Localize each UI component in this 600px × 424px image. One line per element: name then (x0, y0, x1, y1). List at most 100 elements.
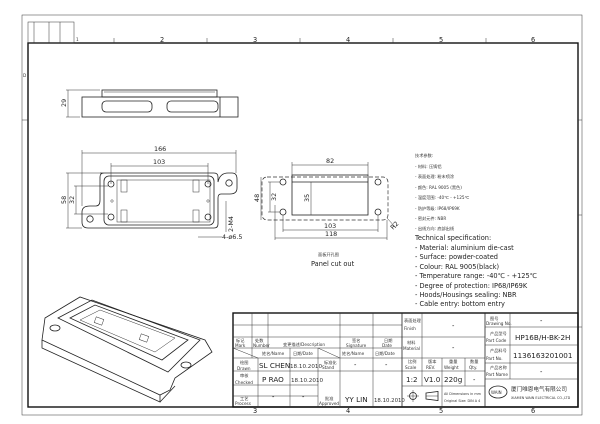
cutout-caption-cn: 面板开孔图 (318, 251, 339, 258)
checked-cn: 审核 (240, 372, 249, 379)
projection-symbol-icon (407, 390, 439, 402)
drawing-no-cn: 图号 (490, 316, 498, 322)
process-cn: 工艺 (240, 396, 248, 401)
process-date: - (302, 393, 305, 401)
spec-cn-item: - 表面处理: 粉末喷涂 (415, 173, 455, 180)
rev-label: REV. (426, 365, 435, 370)
qty-label: Qty. (469, 365, 477, 370)
spec-en-item: - Surface: powder-coated (415, 253, 498, 261)
mark-label: Mark (235, 343, 246, 348)
date-label: Date (382, 343, 392, 348)
dim-overall: 118 (325, 230, 337, 238)
finish-cn: 表面处理 (404, 317, 422, 324)
drawn-name: SL CHEN (259, 361, 290, 370)
finish-value: - (452, 322, 455, 330)
process-label: Process (235, 401, 251, 406)
dim-length: 166 (154, 145, 166, 153)
holes-callout: 4-ø6.5 (222, 233, 242, 241)
spec-cn: 技术参数: - 材料: 压铸铝 - 表面处理: 粉末喷涂 - 颜色: RAL 9… (415, 152, 470, 232)
dim-width: 82 (326, 157, 334, 165)
rev-cn: 版本 (428, 358, 437, 365)
spec-cn-item: - 温度范围: -40℃ - +125℃ (415, 194, 470, 201)
part-no-cn: 产品料号 (490, 347, 507, 354)
rev-value: V1.0 (424, 375, 441, 384)
zone-label: 2 (160, 36, 164, 44)
weight-label: Weight (444, 365, 459, 370)
scale-value: 1:2 (406, 375, 418, 384)
front-view: 166 103 58 32 2-M4 4-ø6.5 (60, 145, 242, 241)
part-no-value: 1136163201001 (513, 351, 572, 360)
zone-label: 6 (531, 407, 535, 415)
stand-cn: 标准化 (324, 359, 337, 366)
number-cn: 处数 (255, 337, 264, 344)
mark-cn: 标记 (236, 337, 245, 344)
date-header: 日期/Date (375, 351, 395, 357)
spec-en-item: - Material: aluminium die-cast (415, 244, 514, 252)
date-cn: 日期 (384, 338, 392, 344)
checked-date: 18.10.2010 (291, 378, 323, 384)
checked-name: P RAO (262, 375, 284, 384)
drawn-date: 18.10.2010 (290, 364, 322, 370)
spec-cn-item: - 防护等级: IP68/IP69K (415, 205, 460, 212)
zone-label: 1 (76, 37, 79, 42)
weight-value: 220g (444, 375, 462, 384)
zone-label: 4 (346, 36, 350, 44)
spec-cn-item: - 材料: 压铸铝 (415, 163, 442, 170)
spec-en-item: - Degree of protection: IP68/IP69K (415, 282, 528, 290)
spec-cn-item: - 出线方向: 底部出线 (415, 225, 455, 232)
name-header: 姓名/Name (262, 350, 285, 357)
panel-cutout-view: 82 48 32 35 103 118 R2 面板开孔图 Panel cut o… (253, 157, 400, 268)
part-code-cn: 产品型号 (490, 330, 507, 337)
drawn-label: Drawn (237, 366, 251, 371)
title-block: 标记 Mark 处数 Number 变更描述/Description 签名 Si… (232, 312, 579, 408)
spec-en-title: Technical specification: (414, 234, 491, 242)
material-label: Material (403, 346, 420, 351)
part-code-value: HP16B/H-BK-2H (515, 333, 570, 342)
part-code-label: Part Code (486, 338, 507, 343)
company-name-cn: 厦门唯恩电气有限公司 (511, 385, 567, 393)
zone-label: 5 (439, 36, 443, 44)
part-name-value: - (540, 368, 543, 376)
company-name-en: XIAMEN WAIN ELECTRICAL CO.,LTD (511, 396, 571, 400)
drawing-no-value: - (540, 317, 543, 325)
side-view: 29 (60, 89, 239, 118)
signature-label: Signature (346, 343, 367, 348)
zone-label: 5 (439, 407, 443, 415)
finish-label: Finish (404, 326, 416, 331)
stand-label: Stand (322, 365, 335, 370)
approved-date: 18.10.2010 (374, 398, 405, 404)
spec-cn-item: - 颜色: RAL 9005 (黑色) (415, 184, 462, 191)
approved-cn: 批准 (325, 395, 333, 402)
material-value: - (452, 344, 455, 352)
revision-mini-table (27, 21, 75, 44)
number-label: Number (253, 343, 270, 348)
drawing-no-label: Drawing No. (486, 321, 512, 326)
scale-label: Scale (405, 365, 417, 370)
dim-hole-pitch: 32 (270, 193, 278, 201)
stand-date: - (385, 361, 388, 369)
spec-cn-item: - 密封元件: NBR (415, 215, 446, 222)
part-name-label: Part Name (486, 372, 508, 377)
approved-name: YY LIN (344, 395, 368, 404)
weight-cn: 重量 (449, 358, 457, 365)
dim-pitch: 103 (153, 158, 165, 166)
date-header: 日期/Date (293, 351, 313, 357)
spec-en-item: - Hoods/Housings sealing: NBR (415, 291, 517, 299)
zone-label: 3 (253, 36, 257, 44)
signature-cn: 签名 (352, 337, 360, 344)
zone-row-label: D (23, 73, 26, 78)
part-no-label: Part No. (486, 356, 503, 361)
dim-hole-pitch: 32 (68, 196, 76, 204)
company-logo: WAIN (488, 385, 508, 399)
cutout-caption-en: Panel cut out (311, 260, 355, 268)
description-label: 变更描述/Description (283, 341, 325, 348)
qty-value: - (473, 376, 476, 384)
radius-callout: R2 (389, 220, 401, 232)
checked-label: Checked (235, 380, 253, 385)
isometric-view (41, 296, 213, 403)
spec-en: Technical specification: - Material: alu… (414, 234, 537, 308)
spec-en-item: - Temperature range: -40℃ - +125℃ (415, 272, 537, 280)
part-name-cn: 产品名称 (490, 364, 507, 371)
logo-text: WAIN (491, 390, 502, 395)
